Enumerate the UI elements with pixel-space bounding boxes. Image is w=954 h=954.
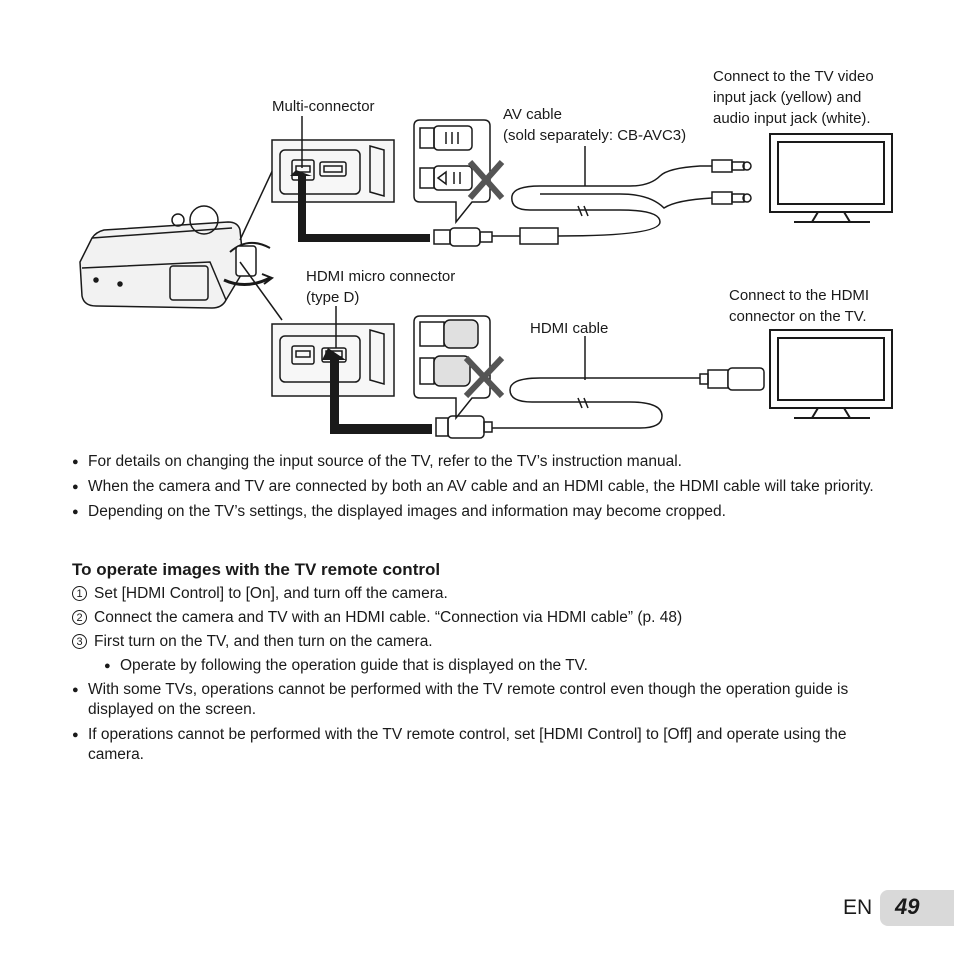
tv-icon: [769, 133, 893, 223]
step-item: 3 First turn on the TV, and then turn on…: [72, 632, 902, 652]
step-number: 3: [72, 634, 87, 649]
av-cable: [433, 159, 752, 247]
extra-note-item: With some TVs, operations cannot be perf…: [72, 680, 902, 720]
sub-note: Operate by following the operation guide…: [72, 656, 902, 676]
multi-connector-panel: [271, 139, 395, 203]
av-cable-model-label: (sold separately: CB-AVC3): [503, 127, 687, 144]
step-number: 1: [72, 586, 87, 601]
multi-connector-label: Multi-connector: [272, 98, 375, 115]
step-text: First turn on the TV, and then turn on t…: [94, 633, 433, 650]
steps-list: 1 Set [HDMI Control] to [On], and turn o…: [72, 584, 902, 770]
hdmi-micro-type-label: (type D): [306, 289, 360, 306]
note-item: For details on changing the input source…: [72, 452, 902, 472]
tv-video-label-line2: input jack (yellow) and: [713, 89, 862, 106]
step-text: Set [HDMI Control] to [On], and turn off…: [94, 585, 448, 602]
av-cable-label: AV cable: [503, 106, 562, 123]
language-label: EN: [843, 896, 873, 919]
step-number: 2: [72, 610, 87, 625]
hdmi-tv-label-line2: connector on the TV.: [729, 308, 867, 325]
cross-mark-icon: [463, 355, 505, 399]
upper-insert-arrow: [290, 170, 430, 242]
lower-insert-arrow: [322, 348, 432, 434]
tv-video-label-line1: Connect to the TV video: [713, 68, 874, 85]
page-number-badge: [880, 890, 954, 926]
step-item: 2 Connect the camera and TV with an HDMI…: [72, 608, 902, 628]
hdmi-micro-label: HDMI micro connector: [306, 268, 456, 285]
tv-icon: [769, 329, 893, 419]
hdmi-tv-label-line1: Connect to the HDMI: [729, 287, 870, 304]
extra-note-item: If operations cannot be performed with t…: [72, 725, 902, 765]
camera-illustration: [79, 149, 283, 321]
section-title: To operate images with the TV remote con…: [72, 560, 441, 579]
page-number: 49: [895, 894, 920, 919]
step-item: 1 Set [HDMI Control] to [On], and turn o…: [72, 584, 902, 604]
hdmi-cable: [435, 367, 765, 439]
tv-video-label-line3: audio input jack (white).: [713, 110, 871, 127]
cross-mark-icon: [467, 160, 505, 200]
step-text: Connect the camera and TV with an HDMI c…: [94, 609, 683, 626]
hdmi-cable-label: HDMI cable: [530, 320, 609, 337]
note-item: When the camera and TV are connected by …: [72, 477, 902, 497]
connection-diagram: [79, 116, 893, 439]
notes-list: For details on changing the input source…: [72, 452, 902, 527]
note-item: Depending on the TV’s settings, the disp…: [72, 502, 902, 522]
